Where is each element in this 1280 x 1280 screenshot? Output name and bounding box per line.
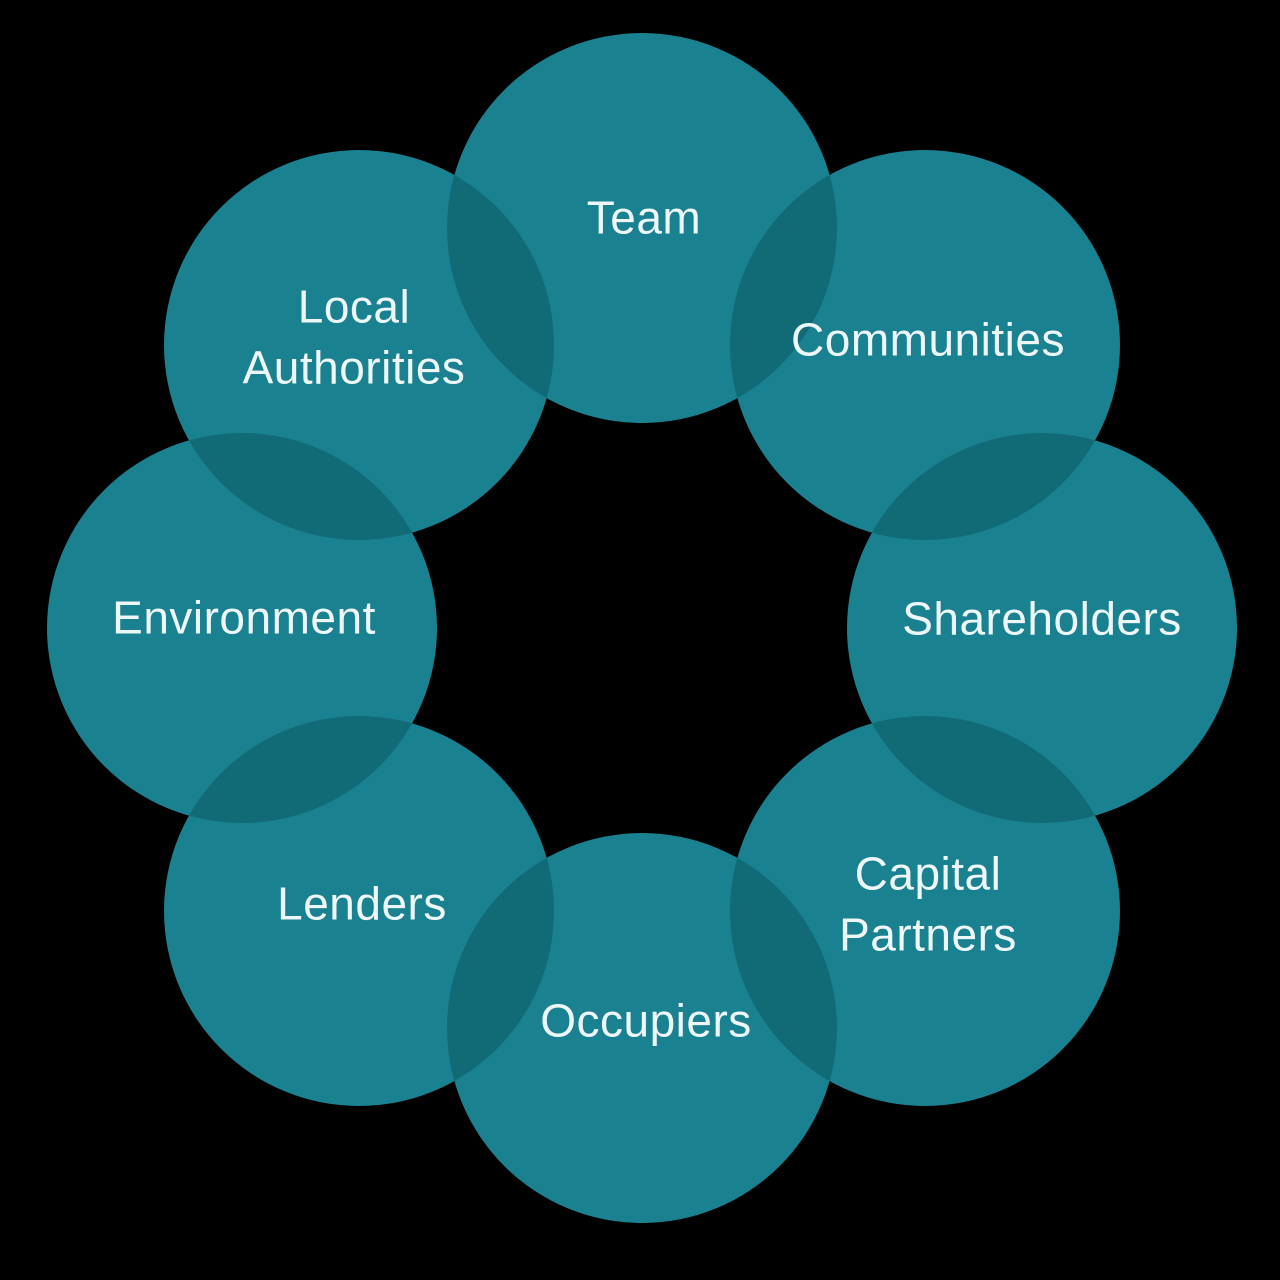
label-environment: Environment [112, 591, 376, 644]
overlap-shareholders-capital [847, 716, 1120, 823]
label-occupiers: Occupiers [540, 994, 752, 1047]
overlap-occupiers-lenders [447, 833, 554, 1106]
label-team: Team [586, 191, 702, 244]
overlap-team-communities [730, 150, 837, 423]
overlap-capital-occupiers [730, 833, 837, 1106]
label-shareholders: Shareholders [902, 592, 1182, 645]
overlap-local-team [447, 150, 554, 423]
overlap-lenders-environment [164, 716, 437, 823]
label-local-authorities: Local Authorities [242, 280, 466, 393]
label-capital-partners: Capital Partners [839, 847, 1017, 960]
overlap-environment-local [164, 433, 437, 540]
overlap-communities-shareholders [847, 433, 1120, 540]
label-lenders: Lenders [277, 877, 447, 930]
label-communities: Communities [791, 313, 1065, 366]
